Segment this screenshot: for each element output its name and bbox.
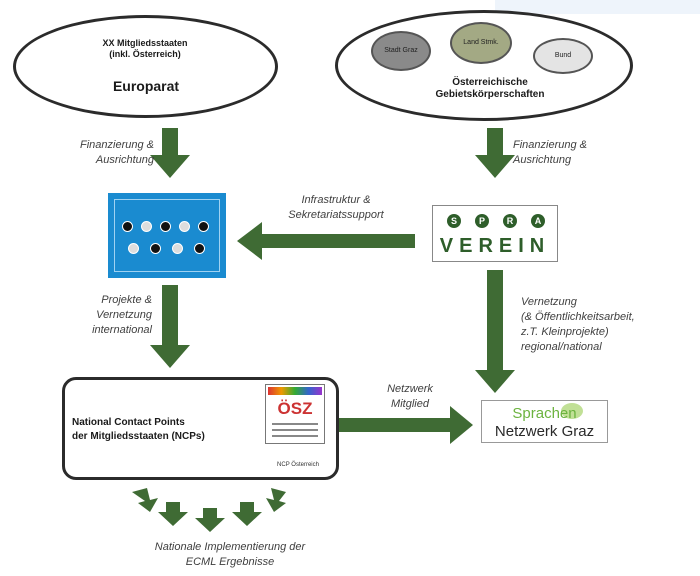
label-net-1: Netzwerk: [387, 383, 433, 395]
ecml-dot: [160, 221, 171, 232]
small-arrow-2: [158, 502, 188, 526]
member-states-line: XX Mitgliedsstaaten: [102, 38, 188, 48]
label-netzwerk-mitglied: Netzwerk Mitglied: [370, 382, 450, 412]
ncp-title: National Contact Points der Mitgliedssta…: [72, 416, 262, 444]
label-bottom-1: Nationale Implementierung der: [154, 541, 306, 553]
pill-bund: Bund: [533, 38, 593, 74]
corner-background: [495, 0, 700, 14]
label-proj-3: international: [92, 324, 152, 336]
small-arrow-1: [132, 488, 158, 512]
verein-circle: A: [531, 214, 545, 228]
label-vern-2: (& Öffentlichkeitsarbeit,: [521, 311, 635, 323]
ecml-logo-box: [108, 193, 226, 278]
ecml-dot: [141, 221, 152, 232]
gebiets-title: Österreichische Gebietskörperschaften: [420, 77, 560, 101]
label-fin-right-1: Finanzierung &: [513, 139, 587, 151]
small-arrow-4: [232, 502, 262, 526]
label-infra-2: Sekretariatssupport: [288, 209, 384, 221]
label-infra-1: Infrastruktur &: [301, 194, 371, 206]
label-proj-1: Projekte &: [101, 294, 152, 306]
oesz-logo: ÖSZ: [265, 384, 325, 444]
label-infrastruktur: Infrastruktur & Sekretariatssupport: [262, 193, 410, 223]
verein-logo: S P R A VEREIN: [432, 205, 558, 262]
pill-land-stmk: Land Stmk.: [450, 22, 512, 64]
sprach-bottom: Netzwerk Graz: [494, 423, 595, 440]
label-fin-left-2: Ausrichtung: [95, 154, 154, 166]
label-finanzierung-right: Finanzierung & Ausrichtung: [513, 138, 623, 168]
pill-bund-label: Bund: [554, 52, 572, 59]
label-net-2: Mitglied: [391, 398, 429, 410]
arrow-down-projekte: [150, 285, 190, 368]
ncp-title-line2: der Mitgliedsstaaten (NCPs): [72, 431, 205, 442]
label-fin-right-2: Ausrichtung: [513, 154, 572, 166]
label-vern-1: Vernetzung: [521, 296, 577, 308]
member-states-text: XX Mitgliedsstaaten (inkl. Österreich): [100, 38, 190, 60]
pill-land-stmk-label: Land Stmk.: [463, 39, 499, 46]
ecml-dot: [150, 243, 161, 254]
arrow-down-gebiets: [475, 128, 515, 178]
verein-circle: S: [447, 214, 461, 228]
oesz-line: [272, 429, 318, 431]
oesz-stripe: [268, 387, 322, 395]
label-projekte: Projekte & Vernetzung international: [52, 293, 152, 338]
ecml-dot: [194, 243, 205, 254]
oesz-line: [272, 423, 318, 425]
pill-stadt-graz-label: Stadt Graz: [384, 47, 418, 54]
ecml-dot: [198, 221, 209, 232]
label-finanzierung-left: Finanzierung & Ausrichtung: [49, 138, 154, 168]
ecml-dot: [172, 243, 183, 254]
arrow-right-netzwerk: [338, 406, 473, 444]
small-arrow-3: [195, 508, 225, 532]
arrow-down-vernetzung: [475, 270, 515, 393]
sprachen-netzwerk-logo: Sprachen Netzwerk Graz: [481, 400, 608, 443]
sprach-blob: [561, 403, 583, 419]
sprach-top: Sprachen: [512, 405, 577, 422]
ecml-logo-frame: [114, 199, 220, 272]
arrow-down-europarat: [150, 128, 190, 178]
gebiets-title-line2: Gebietskörperschaften: [435, 89, 545, 100]
ecml-dot: [179, 221, 190, 232]
verein-word: VEREIN: [439, 235, 551, 257]
gebiets-title-line1: Österreichische: [452, 77, 528, 88]
verein-circle: R: [503, 214, 517, 228]
ncp-caption: NCP Österreich: [277, 462, 319, 468]
pill-stadt-graz: Stadt Graz: [371, 31, 431, 71]
label-fin-left-1: Finanzierung &: [80, 139, 154, 151]
ecml-dot: [128, 243, 139, 254]
label-vern-4: regional/national: [521, 341, 602, 353]
verein-circle: P: [475, 214, 489, 228]
ecml-dot: [122, 221, 133, 232]
label-bottom-2: ECML Ergebnisse: [185, 556, 275, 568]
arrow-left-infrastruktur: [237, 222, 415, 260]
label-vern-3: z.T. Kleinprojekte): [521, 326, 609, 338]
europarat-title: Europarat: [112, 78, 180, 94]
small-arrow-5: [266, 488, 286, 512]
label-vernetzung: Vernetzung (& Öffentlichkeitsarbeit, z.T…: [521, 295, 691, 355]
europarat-ellipse: [13, 15, 278, 118]
label-bottom: Nationale Implementierung der ECML Ergeb…: [100, 540, 360, 570]
oesz-logo-text: ÖSZ: [277, 399, 313, 418]
member-states-line2: (inkl. Österreich): [109, 49, 181, 59]
oesz-line: [272, 435, 318, 437]
ncp-title-line1: National Contact Points: [72, 417, 185, 428]
label-proj-2: Vernetzung: [96, 309, 152, 321]
